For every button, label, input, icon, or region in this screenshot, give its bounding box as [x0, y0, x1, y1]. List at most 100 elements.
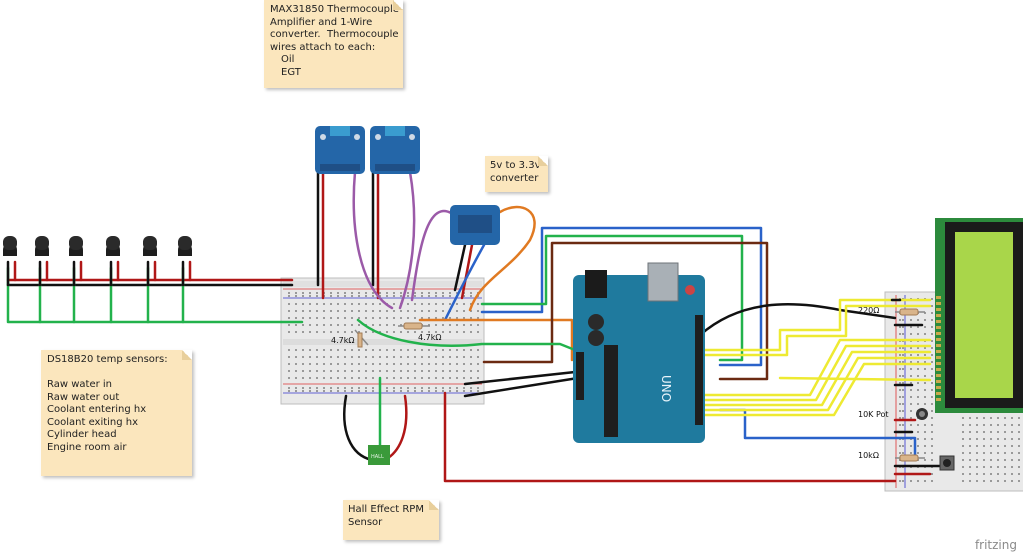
bb-hole: [976, 459, 978, 461]
bb-hole: [351, 390, 353, 392]
bb-hole: [309, 377, 311, 379]
bb-hole: [449, 356, 451, 358]
bb-hole: [428, 292, 430, 294]
bb-hole: [449, 292, 451, 294]
bb-hole: [477, 363, 479, 365]
bb-hole: [288, 303, 290, 305]
bb-hole: [917, 375, 919, 377]
bb-hole: [330, 310, 332, 312]
bb-hole: [917, 347, 919, 349]
svg-text:HALL: HALL: [371, 454, 384, 460]
bb-hole: [393, 387, 395, 389]
lcd-pin: [936, 308, 941, 311]
bb-hole: [428, 363, 430, 365]
note-item: Oil: [281, 54, 295, 65]
bb-hole: [477, 310, 479, 312]
bb-hole: [386, 390, 388, 392]
bb-hole: [421, 310, 423, 312]
bb-hole: [295, 370, 297, 372]
bb-hole: [899, 368, 901, 370]
bb-hole: [407, 292, 409, 294]
bb-hole: [969, 452, 971, 454]
bb-hole: [288, 310, 290, 312]
bb-hole: [910, 424, 912, 426]
bb-hole: [316, 317, 318, 319]
bb-hole: [428, 324, 430, 326]
bb-hole: [969, 473, 971, 475]
bb-hole: [435, 303, 437, 305]
bb-hole: [1011, 480, 1013, 482]
bb-hole: [456, 363, 458, 365]
bb-hole: [344, 349, 346, 351]
bb-hole: [983, 452, 985, 454]
bb-hole: [372, 370, 374, 372]
note-fold: [538, 156, 548, 166]
bb-hole: [969, 466, 971, 468]
bb-hole: [1011, 459, 1013, 461]
bb-hole: [1018, 480, 1020, 482]
bb-hole: [976, 445, 978, 447]
bb-hole: [983, 459, 985, 461]
bb-hole: [414, 295, 416, 297]
bb-hole: [428, 303, 430, 305]
bb-hole: [924, 361, 926, 363]
bb-hole: [449, 324, 451, 326]
bb-hole: [414, 292, 416, 294]
bb-hole: [456, 387, 458, 389]
bb-hole: [969, 480, 971, 482]
bb-hole: [983, 438, 985, 440]
bb-hole: [910, 354, 912, 356]
bb-hole: [288, 349, 290, 351]
bb-hole: [442, 390, 444, 392]
bb-hole: [344, 324, 346, 326]
bb-hole: [344, 310, 346, 312]
bb-hole: [899, 361, 901, 363]
bb-hole: [351, 356, 353, 358]
bb-hole: [386, 370, 388, 372]
bb-hole: [414, 317, 416, 319]
bb-hole: [344, 363, 346, 365]
bb-hole: [899, 396, 901, 398]
bb-hole: [393, 356, 395, 358]
bb-hole: [902, 452, 904, 454]
bb-hole: [337, 377, 339, 379]
note-item: EGT: [281, 66, 301, 78]
bb-hole: [316, 292, 318, 294]
bb-hole: [990, 459, 992, 461]
bb-hole: [330, 390, 332, 392]
bb-hole: [470, 324, 472, 326]
bb-hole: [931, 480, 933, 482]
bb-hole: [330, 356, 332, 358]
bb-hole: [456, 303, 458, 305]
bb-hole: [902, 361, 904, 363]
bb-hole: [288, 377, 290, 379]
bb-hole: [337, 292, 339, 294]
bb-hole: [917, 452, 919, 454]
bb-hole: [470, 387, 472, 389]
bb-hole: [407, 310, 409, 312]
note-hall: Hall Effect RPM Sensor: [343, 500, 439, 540]
bb-hole: [358, 377, 360, 379]
ds18b20-sensor: [143, 236, 157, 256]
bb-hole: [1011, 431, 1013, 433]
bb-hole: [344, 387, 346, 389]
bb-hole: [931, 354, 933, 356]
resistor-4k7-a: [354, 329, 369, 348]
bb-hole: [407, 370, 409, 372]
bb-hole: [917, 326, 919, 328]
bb-hole: [976, 431, 978, 433]
bb-hole: [344, 370, 346, 372]
bb-hole: [379, 324, 381, 326]
note-title: DS18B20 temp sensors:: [47, 354, 168, 365]
bb-hole: [997, 431, 999, 433]
note-fold: [393, 0, 403, 10]
bb-hole: [351, 370, 353, 372]
bb-hole: [1011, 417, 1013, 419]
bb-hole: [931, 319, 933, 321]
bb-hole: [393, 292, 395, 294]
bb-hole: [442, 310, 444, 312]
bb-hole: [902, 424, 904, 426]
bb-hole: [288, 370, 290, 372]
bb-hole: [330, 349, 332, 351]
bb-hole: [962, 452, 964, 454]
